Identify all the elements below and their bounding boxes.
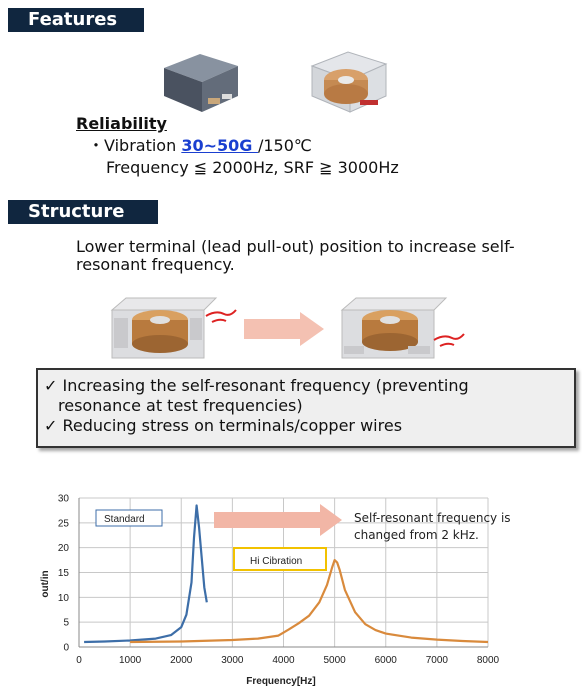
features-header: Features	[8, 8, 144, 32]
x-tick-label: 2000	[170, 655, 193, 666]
reliability-title: Reliability	[76, 114, 167, 133]
benefit-item-1: ✓ Increasing the self-resonant frequency…	[44, 376, 568, 416]
structure-after-image	[340, 297, 465, 359]
check-icon: ✓	[44, 416, 58, 435]
x-tick-label: 5000	[324, 655, 347, 666]
benefit-1-line-1: Increasing the self-resonant frequency (…	[62, 376, 469, 395]
inductor-solid-image	[164, 54, 238, 112]
structure-before-image	[110, 297, 237, 359]
benefit-item-2: ✓ Reducing stress on terminals/copper wi…	[44, 416, 568, 436]
series-line-hi-vibration	[130, 559, 489, 644]
structure-arrow	[244, 312, 324, 346]
legend-standard: Standard	[104, 514, 145, 525]
check-icon: ✓	[44, 376, 58, 395]
legend-hi-vibration-box	[233, 547, 327, 571]
y-tick-label: 5	[63, 618, 69, 629]
x-axis-title: Frequency[Hz]	[246, 676, 315, 687]
y-tick-label: 30	[58, 494, 70, 505]
structure-header: Structure	[8, 200, 158, 224]
y-axis-title: out/in	[40, 570, 51, 597]
x-tick-label: 1000	[119, 655, 142, 666]
y-tick-label: 0	[63, 643, 69, 654]
inductor-transparent-image	[310, 51, 388, 113]
benefit-1-line-2: resonance at test frequencies)	[58, 396, 303, 415]
vibration-suffix: /150℃	[257, 136, 312, 155]
frequency-spec: Frequency ≦ 2000Hz, SRF ≧ 3000Hz	[106, 158, 399, 177]
benefits-box: ✓ Increasing the self-resonant frequency…	[36, 368, 576, 448]
x-tick-label: 7000	[426, 655, 449, 666]
frequency-response-chart: 0 5 10 15 20 25 30 0 1000 2000 3000 4000 5000 6000 700…	[40, 494, 511, 688]
x-tick-label: 8000	[477, 655, 500, 666]
chart-ticks: 0 5 10 15 20 25 30 0 1000 2000 3000 4000 5000 6000 700…	[58, 494, 500, 667]
vibration-prefix: ・Vibration	[88, 136, 182, 155]
legend-hi-vibration: Hi Cibration	[250, 556, 302, 567]
annotation-text-line-2: changed from 2 kHz.	[354, 528, 479, 542]
x-tick-label: 4000	[272, 655, 295, 666]
structure-description: Lower terminal (lead pull-out) position …	[76, 237, 515, 274]
vibration-spec: ・Vibration 30~50G /150℃	[88, 136, 312, 156]
chart-annotations: Self-resonant frequency is changed from …	[95, 504, 511, 571]
legend-standard-box	[95, 509, 163, 527]
y-tick-label: 15	[58, 568, 70, 579]
benefit-2-text: Reducing stress on terminals/copper wire…	[62, 416, 403, 435]
annotation-text-line-1: Self-resonant frequency is	[354, 511, 511, 525]
x-tick-label: 6000	[375, 655, 398, 666]
vibration-value: 30~50G	[181, 136, 258, 155]
y-tick-label: 25	[58, 518, 70, 529]
chart-series	[84, 504, 489, 644]
y-tick-label: 20	[58, 543, 70, 554]
x-tick-label: 0	[76, 655, 82, 666]
series-line-standard	[84, 504, 208, 644]
x-tick-label: 3000	[221, 655, 244, 666]
annotation-arrow	[214, 504, 342, 536]
y-tick-label: 10	[58, 593, 70, 604]
